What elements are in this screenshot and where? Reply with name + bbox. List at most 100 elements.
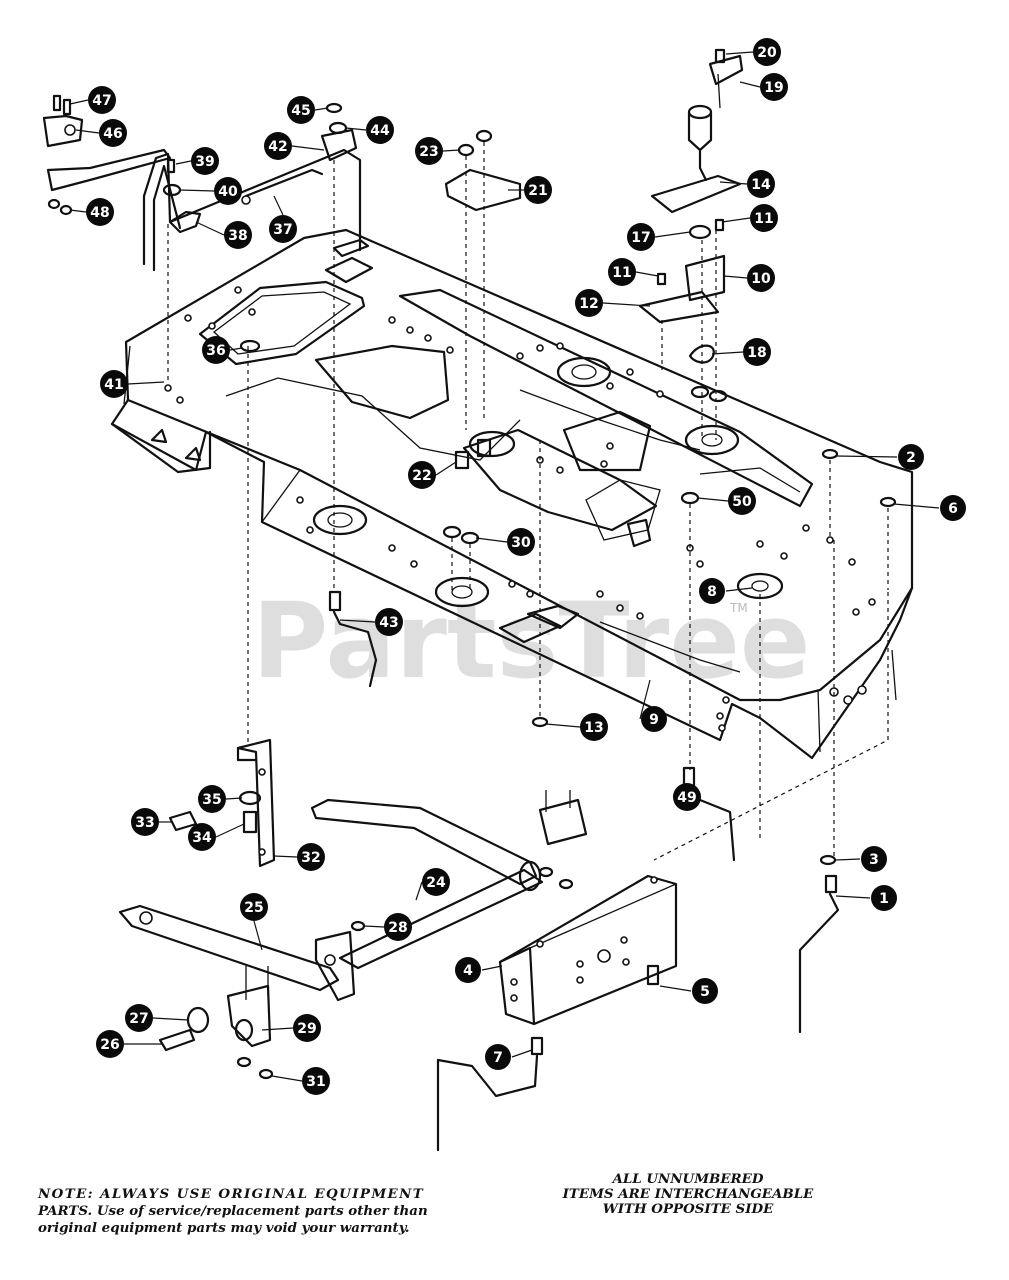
callout-7: 7 [485,1044,511,1070]
note2-line-1: ALL UNNUMBERED [612,1171,764,1187]
callout-number: 13 [584,720,603,736]
callout-10: 10 [747,264,775,292]
callout-31: 31 [302,1067,330,1095]
callout-38: 38 [224,221,252,249]
callout-number: 12 [579,296,598,312]
callout-20: 20 [753,38,781,66]
callout-number: 27 [129,1011,148,1027]
callout-36: 36 [202,336,230,364]
callout-50: 50 [728,487,756,515]
callout-number: 32 [301,850,320,866]
callout-number: 41 [104,377,123,393]
callout-26: 26 [96,1030,124,1058]
callout-group: 1234567891011111213141718192021222324252… [86,38,966,1095]
callout-17: 17 [627,223,655,251]
callout-number: 21 [528,183,547,199]
callout-11: 11 [608,258,636,286]
callout-number: 33 [135,815,154,831]
callout-45: 45 [287,96,315,124]
callout-12: 12 [575,289,603,317]
note2-line-3: WITH OPPOSITE SIDE [602,1201,774,1217]
callout-number: 25 [244,900,263,916]
callout-number: 3 [869,852,879,868]
callout-number: 26 [100,1037,119,1053]
callout-number: 31 [306,1074,325,1090]
callout-3: 3 [861,846,887,872]
callout-number: 14 [751,177,771,193]
note2-line-2: ITEMS ARE INTERCHANGEABLE [562,1186,814,1202]
callout-24: 24 [422,868,450,896]
callout-number: 22 [412,468,431,484]
callout-number: 17 [631,230,650,246]
main-frame [110,228,914,760]
callout-number: 50 [732,494,752,510]
callout-number: 45 [291,103,310,119]
callout-2: 2 [898,444,924,470]
callout-25: 25 [240,893,268,921]
callout-37: 37 [269,215,297,243]
callout-number: 19 [764,80,783,96]
callout-number: 1 [879,891,889,907]
callout-number: 11 [612,265,631,281]
callout-number: 34 [192,830,212,846]
callout-number: 37 [273,222,292,238]
callout-46: 46 [99,119,127,147]
callout-27: 27 [125,1004,153,1032]
callout-number: 38 [228,228,247,244]
callout-number: 5 [700,984,710,1000]
callout-number: 18 [747,345,766,361]
callout-23: 23 [415,137,443,165]
callout-number: 36 [206,343,225,359]
callout-number: 9 [649,712,659,728]
callout-number: 43 [379,615,398,631]
center-bracket [444,129,522,470]
callout-33: 33 [131,808,159,836]
callout-number: 2 [906,450,916,466]
callout-11: 11 [750,204,778,232]
front-axle-bracket [498,874,678,1026]
callout-30: 30 [507,528,535,556]
upper-right-bracket [638,48,744,440]
callout-35: 35 [198,785,226,813]
callout-number: 20 [757,45,777,61]
callout-22: 22 [408,461,436,489]
note-lead: NOTE: ALWAYS USE ORIGINAL EQUIPMENT [38,1186,425,1202]
callout-number: 23 [419,144,438,160]
callout-43: 43 [375,608,403,636]
callout-39: 39 [191,147,219,175]
watermark-tm: TM [729,601,748,615]
callout-14: 14 [747,170,775,198]
callout-number: 42 [268,139,287,155]
callout-6: 6 [940,495,966,521]
callout-number: 35 [202,792,221,808]
callout-34: 34 [188,823,216,851]
callout-number: 4 [463,963,473,979]
plate-fasteners [239,339,897,861]
callout-1: 1 [871,885,897,911]
callout-number: 44 [370,123,390,139]
callout-number: 29 [297,1021,316,1037]
callout-5: 5 [692,978,718,1004]
lower-bracket [168,738,276,868]
callout-number: 11 [754,211,773,227]
callout-number: 40 [218,184,238,200]
callout-8: 8 [699,578,725,604]
callout-47: 47 [88,86,116,114]
callout-13: 13 [580,713,608,741]
callout-21: 21 [524,176,552,204]
interchangeable-note: ALL UNNUMBERED ITEMS ARE INTERCHANGEABLE… [528,1172,848,1217]
callout-number: 10 [751,271,771,287]
callout-number: 8 [707,584,717,600]
note-body-2: original equipment parts may void your w… [38,1220,410,1236]
callout-number: 7 [493,1050,503,1066]
callout-9: 9 [641,706,667,732]
callout-number: 47 [92,93,111,109]
callout-4: 4 [455,957,481,983]
warranty-note: NOTE: ALWAYS USE ORIGINAL EQUIPMENT PART… [38,1186,518,1237]
note-body-1: PARTS. Use of service/replacement parts … [38,1203,428,1219]
callout-48: 48 [86,198,114,226]
callout-42: 42 [264,132,292,160]
callout-32: 32 [297,843,325,871]
callout-number: 24 [426,875,446,891]
